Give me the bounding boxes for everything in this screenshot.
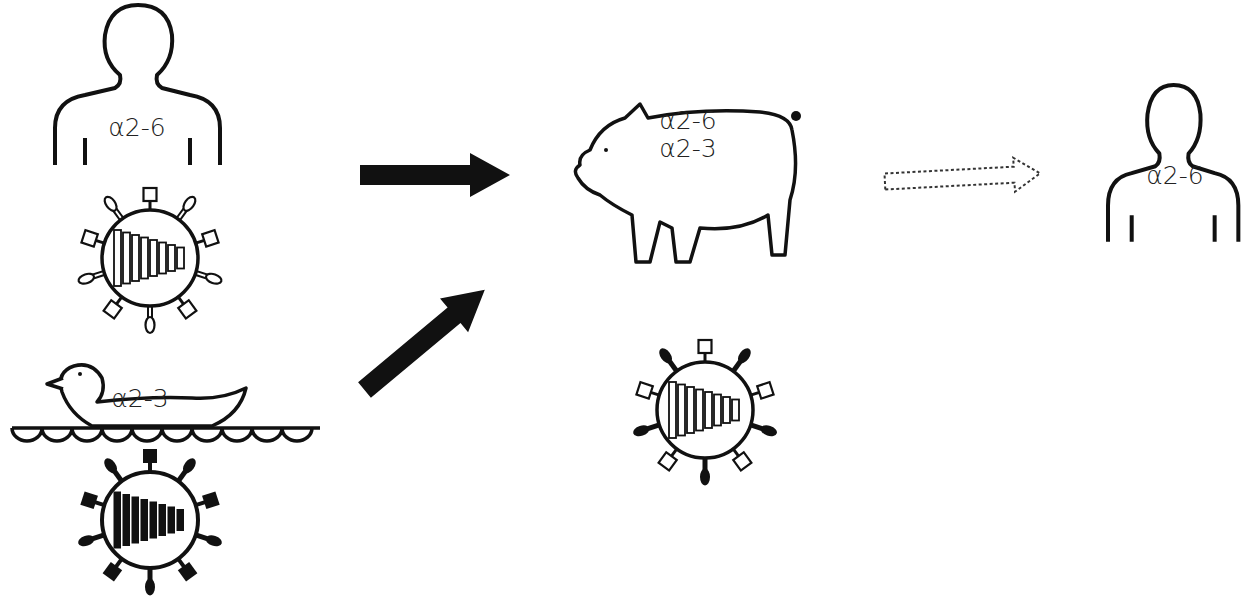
human-silhouette — [55, 5, 220, 165]
text-group: α2-6α2-3 — [659, 107, 716, 163]
transmission-arrow — [358, 290, 485, 398]
human-virus — [77, 188, 222, 333]
receptor-label: α2-3 — [659, 135, 716, 163]
receptor-label: α2-6 — [108, 114, 165, 142]
text-group: α2-6 — [1146, 162, 1203, 190]
receptor-label: α2-3 — [111, 385, 168, 413]
pig-outline — [575, 104, 801, 262]
duck-host: α2-3 — [15, 335, 320, 430]
duck-outline — [47, 365, 246, 426]
pig-host: α2-6α2-3 — [570, 95, 800, 262]
receptor-label: α2-6 — [659, 107, 716, 135]
dotted-arrow — [885, 158, 1041, 192]
text-group: α2-6 — [108, 114, 165, 142]
human-host: α2-6 — [1105, 80, 1244, 245]
human-silhouette — [1108, 85, 1238, 242]
text-group: α2-3 — [111, 385, 168, 413]
avian-virus — [77, 449, 224, 596]
transmission-arrow — [360, 153, 510, 197]
human-host: α2-6 — [50, 0, 222, 180]
water-waves — [12, 428, 320, 441]
receptor-label: α2-6 — [1146, 162, 1203, 190]
reassortant-virus — [632, 340, 779, 486]
